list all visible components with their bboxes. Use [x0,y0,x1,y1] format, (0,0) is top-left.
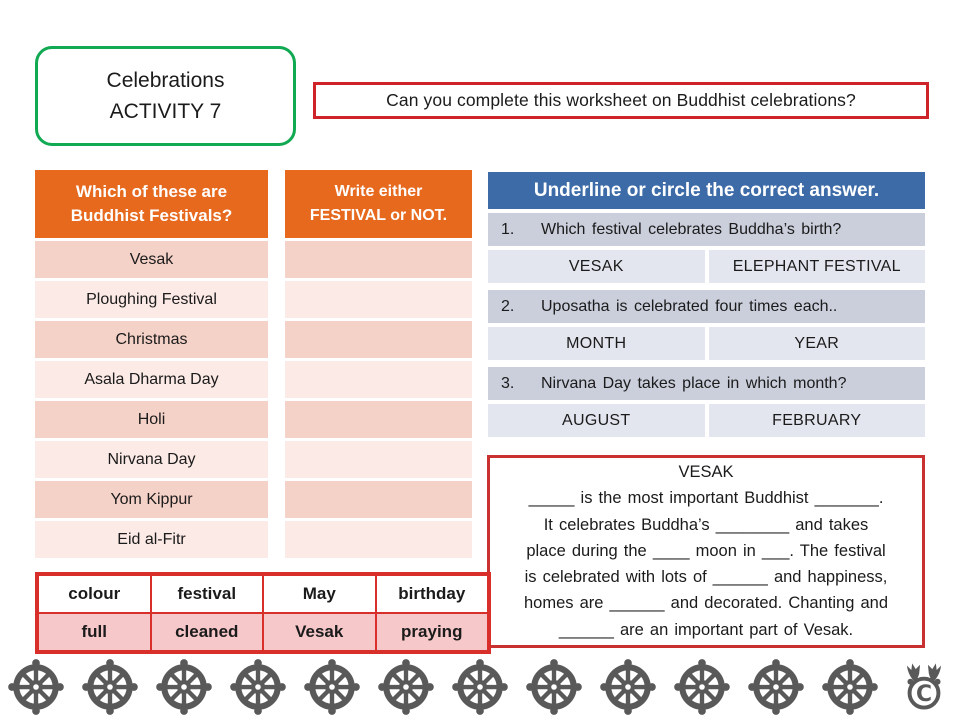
answer-blank-cell[interactable] [285,481,472,518]
festival-list-header-line2: Buddhist Festivals? [70,206,233,225]
word-bank-table: colour festival May birthday full cleane… [35,572,491,654]
word-bank-cell: full [38,613,151,651]
answer-option[interactable]: YEAR [708,327,925,360]
quiz-answers-1: VESAK ELEPHANT FESTIVAL [488,250,925,283]
cloze-line[interactable]: homes are ______ and decorated. Chanting… [523,594,889,613]
dharma-wheel-icon [156,659,212,715]
quiz-question-2: 2. Uposatha is celebrated four times eac… [488,290,925,323]
answer-option[interactable]: ELEPHANT FESTIVAL [708,250,925,283]
dharma-wheel-icon [230,659,286,715]
answer-option[interactable]: MONTH [488,327,705,360]
answer-option[interactable]: FEBRUARY [708,404,925,437]
festival-item: Asala Dharma Day [35,361,268,398]
festival-item: Ploughing Festival [35,281,268,318]
quiz-answers-3: AUGUST FEBRUARY [488,404,925,437]
activity-title-line1: Celebrations [106,69,225,92]
festival-list-header-line1: Which of these are [75,182,228,201]
word-bank-cell: May [263,575,376,613]
question-text: Nirvana Day takes place in which month? [541,374,847,392]
dharma-wheel-icon [674,659,730,715]
dharma-wheel-icon [526,659,582,715]
answer-blank-cell[interactable] [285,241,472,278]
festival-item: Vesak [35,241,268,278]
answer-blank-cell[interactable] [285,361,472,398]
festival-or-not-header: Write either FESTIVAL or NOT. [285,170,472,238]
activity-title-box: Celebrations ACTIVITY 7 [35,46,296,146]
multiple-choice-quiz: Underline or circle the correct answer. … [488,172,925,444]
dharma-wheel-icon [82,659,138,715]
answer-option[interactable]: AUGUST [488,404,705,437]
question-text: Which festival celebrates Buddha’s birth… [541,220,842,238]
answer-blank-cell[interactable] [285,441,472,478]
answer-blank-cell[interactable] [285,281,472,318]
question-number: 2. [501,297,515,315]
cloze-line[interactable]: place during the ____ moon in ___. The f… [526,541,886,560]
dharma-wheel-icon [748,659,804,715]
festival-item: Eid al-Fitr [35,521,268,558]
word-bank-cell: cleaned [150,613,263,651]
festival-item: Yom Kippur [35,481,268,518]
answer-blank-cell[interactable] [285,321,472,358]
cloze-line[interactable]: _____ is the most important Buddhist ___… [528,489,884,508]
dharma-wheel-icon [304,659,360,715]
cloze-line[interactable]: It celebrates Buddha’s ________ and take… [543,515,869,534]
question-number: 3. [501,374,515,392]
svg-text:C: C [916,682,932,707]
festival-list-table: Which of these are Buddhist Festivals? V… [35,170,268,561]
festival-item: Holi [35,401,268,438]
dharma-wheel-icon [600,659,656,715]
word-bank-cell: birthday [375,575,488,613]
question-number: 1. [501,220,515,238]
answer-option[interactable]: VESAK [488,250,705,283]
dharma-wheel-icon [452,659,508,715]
footer-decoration-strip: C [8,658,952,716]
word-bank-cell: colour [38,575,151,613]
worksheet-prompt-text: Can you complete this worksheet on Buddh… [386,90,856,110]
activity-title-line2: ACTIVITY 7 [109,100,222,123]
festival-item: Christmas [35,321,268,358]
moose-copyright-logo: C [906,663,942,710]
cloze-line[interactable]: ______ are an important part of Vesak. [558,620,854,639]
quiz-header: Underline or circle the correct answer. [488,172,925,209]
dharma-wheel-icon [378,659,434,715]
festival-or-not-table: Write either FESTIVAL or NOT. [285,170,472,561]
dharma-wheel-icon [8,659,64,715]
festival-or-not-header-line2: FESTIVAL or NOT. [309,207,448,224]
worksheet-prompt: Can you complete this worksheet on Buddh… [313,82,929,119]
answer-blank-cell[interactable] [285,521,472,558]
cloze-line[interactable]: is celebrated with lots of ______ and ha… [524,568,888,587]
quiz-question-3: 3. Nirvana Day takes place in which mont… [488,367,925,400]
cloze-title: VESAK [678,463,734,481]
quiz-answers-2: MONTH YEAR [488,327,925,360]
festival-list-header: Which of these are Buddhist Festivals? [35,170,268,238]
dharma-wheel-icon [822,659,878,715]
word-bank-cell: praying [375,613,488,651]
answer-blank-cell[interactable] [285,401,472,438]
question-text: Uposatha is celebrated four times each.. [541,297,838,315]
quiz-question-1: 1. Which festival celebrates Buddha’s bi… [488,213,925,246]
word-bank-cell: festival [150,575,263,613]
vesak-cloze-box: VESAK _____ is the most important Buddhi… [487,455,925,648]
festival-item: Nirvana Day [35,441,268,478]
festival-or-not-header-line1: Write either [334,183,423,200]
word-bank-cell: Vesak [263,613,376,651]
